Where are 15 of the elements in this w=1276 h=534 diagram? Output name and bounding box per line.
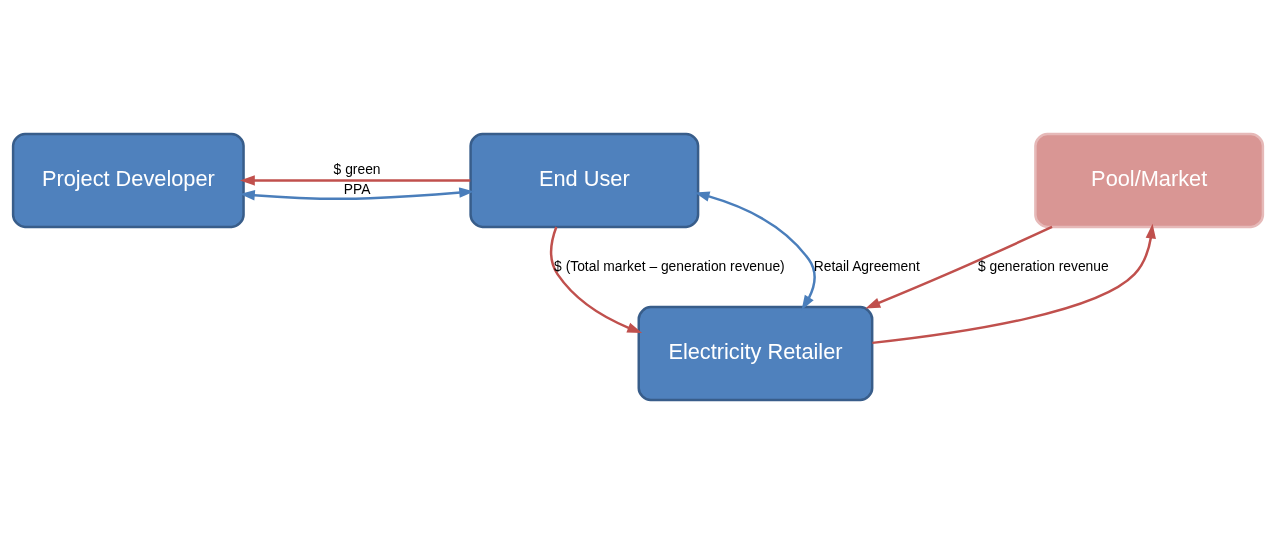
edge-label: $ (Total market – generation revenue) bbox=[554, 257, 785, 274]
arrow bbox=[239, 175, 471, 186]
edge-label: PPA bbox=[343, 181, 371, 198]
node-box: End User bbox=[469, 132, 700, 229]
arrow bbox=[872, 223, 1156, 345]
node-box: Pool/Market bbox=[1034, 132, 1265, 229]
arrow bbox=[694, 191, 816, 311]
node-box: Electricity Retailer bbox=[637, 305, 874, 402]
edge-label: Retail Agreement bbox=[813, 257, 920, 274]
node-box: Project Developer bbox=[11, 132, 245, 229]
edge-label: $ green bbox=[333, 160, 381, 177]
edge-label: $ generation revenue bbox=[977, 257, 1109, 274]
arrow bbox=[239, 187, 475, 201]
arrow bbox=[865, 225, 1053, 309]
arrow bbox=[549, 226, 643, 334]
